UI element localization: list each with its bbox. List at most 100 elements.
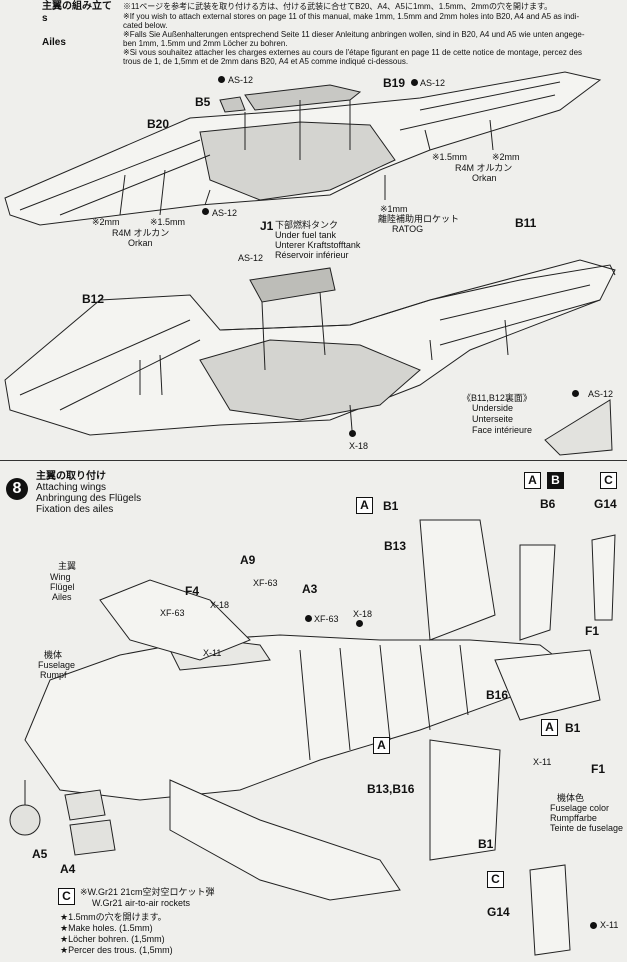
fuselage-label-en: Fuselage — [38, 660, 76, 670]
label-g14-a: G14 — [594, 497, 617, 511]
note-de-1: ※Falls Sie Außenhalterungen entsprechend… — [123, 30, 585, 39]
step-title-fr: Fixation des ailes — [36, 504, 114, 515]
bullet — [572, 390, 579, 397]
step-title-de: Anbringung des Flügels — [36, 493, 142, 504]
fuselage-label-jp: 機体 — [44, 650, 63, 660]
part-tree-a-box: A — [524, 472, 541, 489]
label-x18-a: X-18 — [210, 600, 230, 610]
label-x11-c: X-11 — [600, 920, 619, 930]
label-as12-d: AS-12 — [238, 253, 264, 263]
panel-a5 — [64, 789, 106, 821]
label-f1-a: F1 — [585, 624, 600, 638]
part-b19 — [244, 84, 362, 111]
nose-wheel — [9, 804, 41, 836]
label-xf63-b: XF-63 — [160, 608, 185, 618]
wing-label-jp: 主翼 — [58, 561, 77, 571]
wing-b20-center — [199, 121, 396, 201]
inset-g14 — [529, 864, 571, 956]
r4m-left-hole-15: ※1.5mm — [150, 217, 186, 227]
label-x18: X-18 — [349, 441, 369, 451]
stabilizer-b16 — [494, 649, 601, 721]
tail-fin-b6 — [519, 544, 556, 641]
label-b11: B11 — [515, 216, 537, 230]
fuel-jp: 下部燃料タンク — [275, 220, 339, 230]
wing-label-en: Wing — [50, 572, 71, 582]
tail-fin-g14 — [591, 534, 616, 621]
holes-en: ★Make holes. (1.5mm) — [60, 923, 153, 933]
bullet — [356, 620, 363, 627]
label-b13-b16: B13,B16 — [367, 782, 415, 796]
fuel-fr: Réservoir inférieur — [275, 250, 349, 260]
bullet — [202, 208, 209, 215]
step-title-jp: 主翼の取り付け — [36, 471, 106, 482]
fuselage-color-fr: Teinte de fuselage — [550, 823, 624, 833]
part-tree-b-box: B — [547, 472, 564, 489]
wing-center-lower — [199, 339, 421, 421]
part-tree-c-box: C — [487, 871, 504, 888]
note-fr-1: ※Si vous souhaitez attacher les charges … — [123, 48, 583, 57]
part-b5 — [219, 96, 246, 113]
label-b1-a: B1 — [383, 499, 399, 513]
wing-label-fr: Ailes — [52, 592, 72, 602]
label-x11-b: X-11 — [533, 757, 552, 767]
label-b6: B6 — [540, 497, 556, 511]
ratog-hole: ※1mm — [380, 204, 408, 214]
label-b16: B16 — [486, 688, 509, 702]
label-as12-c: AS-12 — [212, 208, 238, 218]
fuel-en: Under fuel tank — [275, 230, 337, 240]
part-tree-c-box: C — [600, 472, 617, 489]
label-g14-b: G14 — [487, 905, 510, 919]
label-a3: A3 — [302, 582, 318, 596]
part-tree-a-box: A — [373, 737, 390, 754]
wing-label-de: Flügel — [50, 582, 75, 592]
section-divider — [0, 460, 627, 461]
ratog-en: RATOG — [392, 224, 424, 234]
rockets-jp: ※W.Gr21 21cm空対空ロケット弾 — [80, 887, 215, 897]
label-as12-b: AS-12 — [420, 78, 446, 88]
r4m-right-en: Orkan — [472, 173, 497, 183]
label-j1: J1 — [260, 219, 274, 233]
section-title-jp: 主翼の組み立て — [42, 1, 112, 12]
r4m-right-hole-2: ※2mm — [492, 152, 520, 162]
bullet — [305, 615, 312, 622]
r4m-left-jp: R4M オルカン — [112, 228, 170, 238]
underside-de: Unterseite — [472, 414, 514, 424]
fuel-de: Unterer Kraftstofftank — [275, 240, 361, 250]
holes-de: ★Löcher bohren. (1,5mm) — [60, 934, 165, 944]
section-title-fr: Ailes — [42, 37, 66, 48]
underside-inset — [544, 399, 613, 456]
label-b1-c: B1 — [478, 837, 494, 851]
r4m-left-hole-2: ※2mm — [92, 217, 120, 227]
label-b5: B5 — [195, 95, 211, 109]
label-xf63-a: XF-63 — [253, 578, 278, 588]
label-as12-a: AS-12 — [228, 75, 254, 85]
tail-fin-b13 — [419, 519, 496, 641]
label-f4: F4 — [185, 584, 200, 598]
bullet — [411, 79, 418, 86]
wing-b11-outline — [219, 264, 616, 331]
r4m-right-hole-15: ※1.5mm — [432, 152, 468, 162]
label-b13: B13 — [384, 539, 407, 553]
note-de-2: ben 1mm, 1.5mm und 2mm Löcher zu bohren. — [123, 39, 288, 48]
note-en-1: ※If you wish to attach external stores o… — [123, 12, 580, 21]
part-j1 — [249, 267, 336, 303]
inset-rudder — [429, 739, 501, 861]
fuselage-color-jp: 機体色 — [557, 793, 585, 803]
label-a4: A4 — [60, 862, 76, 876]
underside-jp: 《B11,B12裏面》 — [462, 393, 532, 403]
label-xf63-c: XF-63 — [314, 614, 339, 624]
step-number-badge: 8 — [6, 478, 28, 500]
holes-jp: ★1.5mmの穴を開けます。 — [60, 912, 167, 922]
bullet — [218, 76, 225, 83]
label-x18-b: X-18 — [353, 609, 373, 619]
section-title-fragment: s — [42, 13, 48, 24]
bullet — [349, 430, 356, 437]
part-tree-a-box: A — [541, 719, 558, 736]
panel-a4 — [69, 819, 116, 856]
step-title-en: Attaching wings — [36, 482, 107, 493]
label-as12-e: AS-12 — [588, 389, 614, 399]
fuselage-label-de: Rumpf — [40, 670, 67, 680]
underside-fr: Face intérieure — [472, 425, 533, 435]
ratog-jp: 離陸補助用ロケット — [378, 214, 460, 224]
label-a9: A9 — [240, 553, 256, 567]
